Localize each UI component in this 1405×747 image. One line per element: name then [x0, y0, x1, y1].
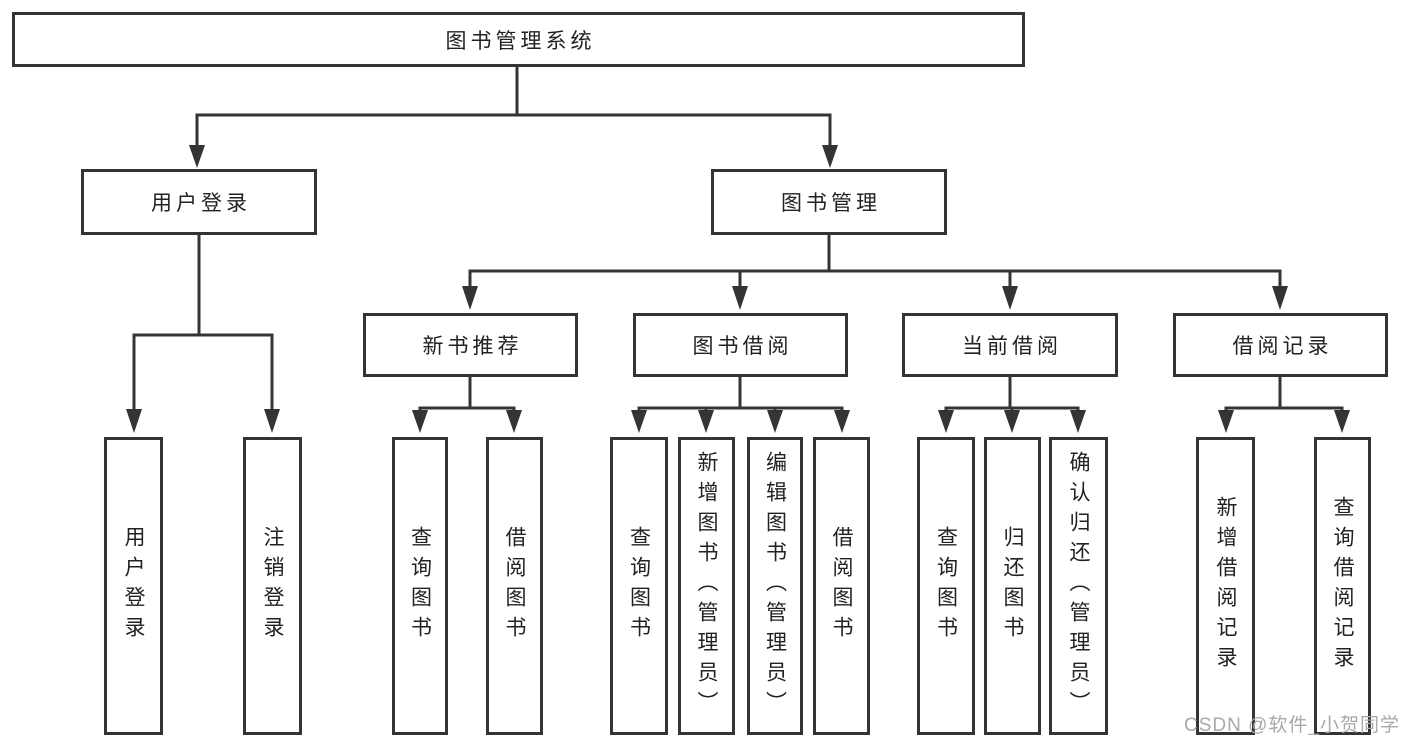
node-book-management: 图书管理: [711, 169, 947, 235]
leaf-logout: 注销登录: [243, 437, 302, 735]
node-new-book-recommend: 新书推荐: [363, 313, 578, 377]
leaf-recommend-query-book: 查询图书: [392, 437, 448, 735]
leaf-return-book-label: 归还图书: [1001, 526, 1024, 646]
node-root-label: 图书管理系统: [445, 29, 596, 53]
leaf-borrow-query-book-label: 查询图书: [627, 526, 651, 646]
leaf-edit-book-admin-label: 编辑图书（管理员）: [763, 451, 787, 721]
leaf-current-query-book: 查询图书: [917, 437, 975, 735]
leaf-borrow-query-book: 查询图书: [610, 437, 668, 735]
leaf-query-borrow-record-label: 查询借阅记录: [1331, 496, 1354, 676]
leaf-add-borrow-record: 新增借阅记录: [1196, 437, 1255, 735]
node-user-login-label: 用户登录: [151, 192, 251, 215]
node-book-borrow-label: 图书借阅: [692, 335, 793, 358]
leaf-edit-book-admin: 编辑图书（管理员）: [747, 437, 803, 735]
leaf-return-book: 归还图书: [984, 437, 1041, 735]
csdn-watermark: CSDN @软件_小贺同学: [1184, 715, 1400, 736]
leaf-confirm-return-admin: 确认归还（管理员）: [1049, 437, 1108, 735]
node-root: 图书管理系统: [12, 12, 1025, 67]
leaf-user-login-label: 用户登录: [122, 526, 145, 646]
leaf-add-borrow-record-label: 新增借阅记录: [1214, 496, 1237, 676]
leaf-user-login: 用户登录: [104, 437, 163, 735]
node-borrow-record-label: 借阅记录: [1232, 335, 1333, 358]
leaf-recommend-query-book-label: 查询图书: [408, 526, 432, 646]
leaf-borrow-book: 借阅图书: [813, 437, 870, 735]
leaf-recommend-borrow-book: 借阅图书: [486, 437, 543, 735]
leaf-logout-label: 注销登录: [261, 526, 284, 646]
leaf-query-borrow-record: 查询借阅记录: [1314, 437, 1371, 735]
node-borrow-record: 借阅记录: [1173, 313, 1388, 377]
node-book-management-label: 图书管理: [781, 192, 881, 215]
leaf-add-book-admin: 新增图书（管理员）: [678, 437, 735, 735]
node-new-book-recommend-label: 新书推荐: [422, 335, 523, 358]
leaf-current-query-book-label: 查询图书: [934, 526, 958, 646]
leaf-add-book-admin-label: 新增图书（管理员）: [695, 451, 718, 721]
leaf-borrow-book-label: 借阅图书: [830, 526, 853, 646]
node-current-borrow-label: 当前借阅: [962, 335, 1062, 358]
node-book-borrow: 图书借阅: [633, 313, 848, 377]
node-user-login: 用户登录: [81, 169, 317, 235]
leaf-confirm-return-admin-label: 确认归还（管理员）: [1067, 451, 1090, 721]
node-current-borrow: 当前借阅: [902, 313, 1118, 377]
leaf-recommend-borrow-book-label: 借阅图书: [503, 526, 526, 646]
